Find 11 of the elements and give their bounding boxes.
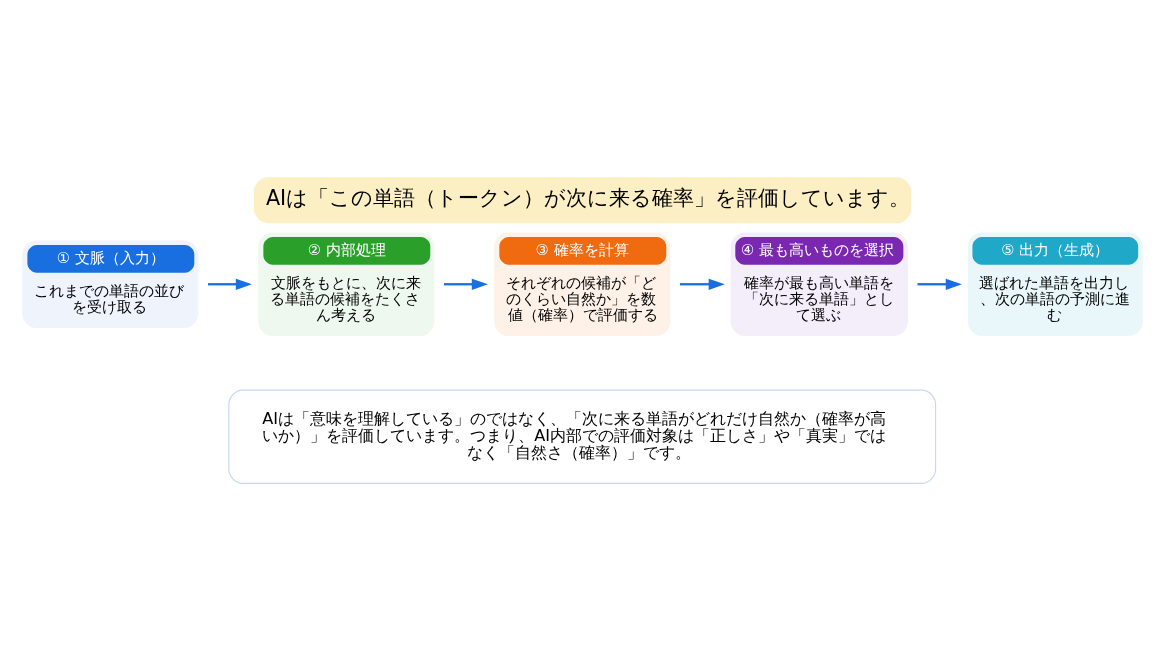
node-box: AIは「意味を理解している」のではなく、「次に来る単語がどれだけ自然か（確率が高いか）」を評価しています。つまり、AI内部での評価対象は「正しさ」や「真実」ではなく「自然さ（確率）」です。 [228, 389, 937, 484]
node-box: ① 文脈（入力） これまでの単語の並びを受け取る [22, 240, 199, 328]
arrow [207, 278, 252, 290]
diagram-title: AIは「この単語（トークン）が次に来る確率」を評価しています。 [265, 185, 911, 210]
node-box: ⑤ 出力（生成） 選ばれた単語を出力し、次の単語の予測に進む [967, 231, 1143, 336]
arrow [679, 278, 725, 290]
node-box: ④ 最も高いものを選択 確率が最も高い単語を「次に来る単語」として選ぶ [730, 231, 908, 336]
arrow [443, 278, 488, 290]
node-box: ③ 確率を計算 それぞれの候補が「どのくらい自然か」を数値（確率）で評価する [494, 231, 671, 336]
arrow [917, 278, 962, 290]
node-box: ② 内部処理 文脈をもとに、次に来る単語の候補をたくさん考える [258, 231, 435, 336]
